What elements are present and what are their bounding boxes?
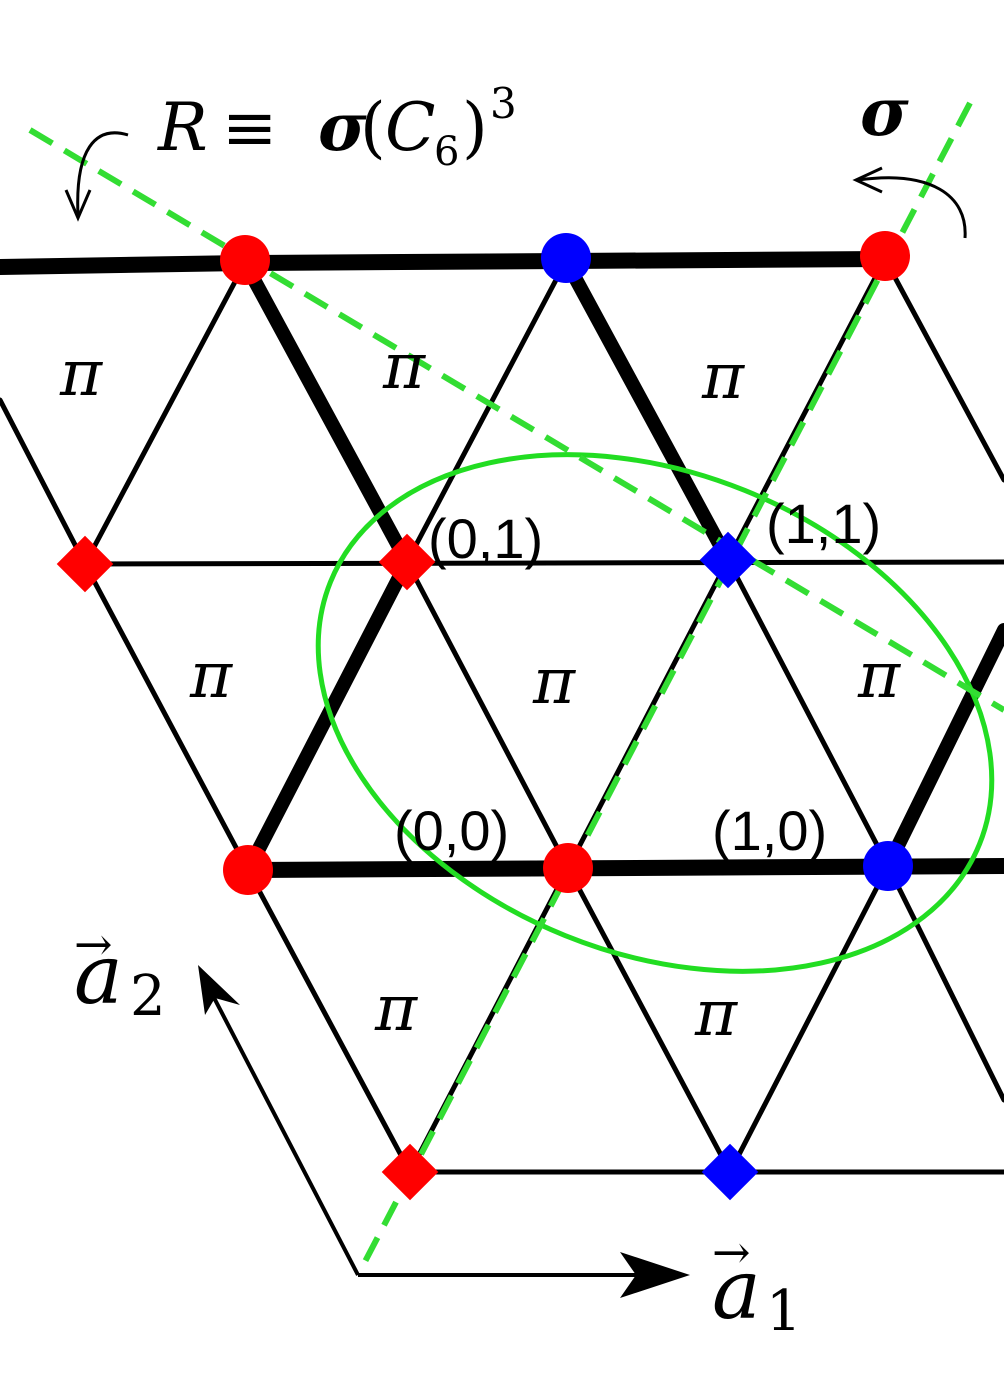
site-blue-circle <box>541 233 591 283</box>
curved-arrow-left <box>76 131 129 216</box>
bond-diag <box>882 256 1004 483</box>
bond-row-top <box>237 253 574 271</box>
vec-arrow-a2: → <box>74 917 113 971</box>
site-blue-diamond <box>699 531 757 589</box>
flux-label: π <box>701 340 745 414</box>
label-sigma: σ <box>318 88 367 166</box>
label-a2: a <box>74 928 123 1023</box>
flux-label: π <box>694 977 738 1051</box>
bond-diag <box>82 561 251 873</box>
label-power: 3 <box>490 79 517 128</box>
coord-label-1-1: (1,1) <box>766 492 881 555</box>
bond-row-top <box>558 251 893 269</box>
site-red-circle <box>220 235 270 285</box>
site-blue-circle <box>863 841 913 891</box>
vector-labels: → a 1 → a 2 <box>74 917 802 1344</box>
bond-diag <box>725 557 891 869</box>
bond-diag <box>82 260 248 567</box>
site-red-diamond <box>56 535 114 593</box>
curved-arrow-right-head <box>852 166 883 194</box>
vec-arrow-a1: → <box>712 1225 751 1279</box>
label-a2-sub: 2 <box>130 964 166 1029</box>
site-red-circle <box>860 231 910 281</box>
label-paren-open: ( <box>360 89 386 166</box>
lattice-sites <box>56 231 913 1201</box>
site-red-circle <box>223 845 273 895</box>
coordinate-labels: (0,1) (1,1) (0,0) (1,0) <box>394 492 881 862</box>
label-a1: a <box>712 1243 761 1338</box>
bond-diag <box>725 256 888 563</box>
bond-diag <box>0 397 88 567</box>
site-red-circle <box>543 843 593 893</box>
bond-diag <box>404 258 569 565</box>
flux-labels: π π π π π π π π <box>59 330 901 1051</box>
rotation-arrows <box>64 131 967 239</box>
label-paren-close: ) <box>462 89 488 166</box>
curved-arrow-right <box>857 176 967 239</box>
label-C-sub: 6 <box>434 129 459 175</box>
lattice-vectors <box>198 965 690 1298</box>
label-R: R <box>157 89 208 166</box>
bond-row-top <box>0 255 253 275</box>
bond-diag <box>881 623 1004 873</box>
flux-label: π <box>857 639 901 713</box>
flux-label: π <box>374 972 418 1046</box>
reflection-axis-sigma <box>355 101 973 1277</box>
vector-a2-shaft <box>208 989 360 1276</box>
site-red-diamond <box>381 1143 439 1201</box>
label-sigma-top-right: σ <box>860 73 909 151</box>
label-a1-sub: 1 <box>766 1279 802 1344</box>
bond-diag <box>407 865 571 1175</box>
bond-diag <box>404 559 571 871</box>
coord-label-1-0: (1,0) <box>712 799 827 862</box>
bond-diag <box>727 863 891 1175</box>
label-C: C <box>385 89 436 166</box>
flux-label: π <box>189 639 233 713</box>
bond-diag <box>565 865 733 1175</box>
site-red-diamond <box>378 533 436 591</box>
flux-label: π <box>59 337 103 411</box>
flux-label: π <box>382 330 426 404</box>
vector-a1-head <box>620 1252 690 1298</box>
lattice-bonds <box>0 251 1004 1175</box>
bond-diag <box>885 863 1004 1103</box>
bond-diag <box>241 555 414 877</box>
label-equiv: ≡ <box>222 89 277 166</box>
rotation-label: R ≡ σ ( C 6 ) 3 <box>157 79 517 175</box>
coord-label-0-1: (0,1) <box>428 507 543 570</box>
flux-label: π <box>532 645 576 719</box>
symmetry-axes <box>28 101 1004 1277</box>
site-blue-diamond <box>701 1143 759 1201</box>
unit-cell-ellipse <box>315 452 995 974</box>
coord-label-0-0: (0,0) <box>394 799 509 862</box>
curved-arrow-left-head <box>64 189 92 222</box>
vector-a2-head <box>198 965 240 1015</box>
bond-diag <box>245 867 413 1175</box>
reflection-axis-R <box>28 127 1004 713</box>
bond-diag <box>559 254 735 567</box>
bond-row-2 <box>82 559 1004 567</box>
